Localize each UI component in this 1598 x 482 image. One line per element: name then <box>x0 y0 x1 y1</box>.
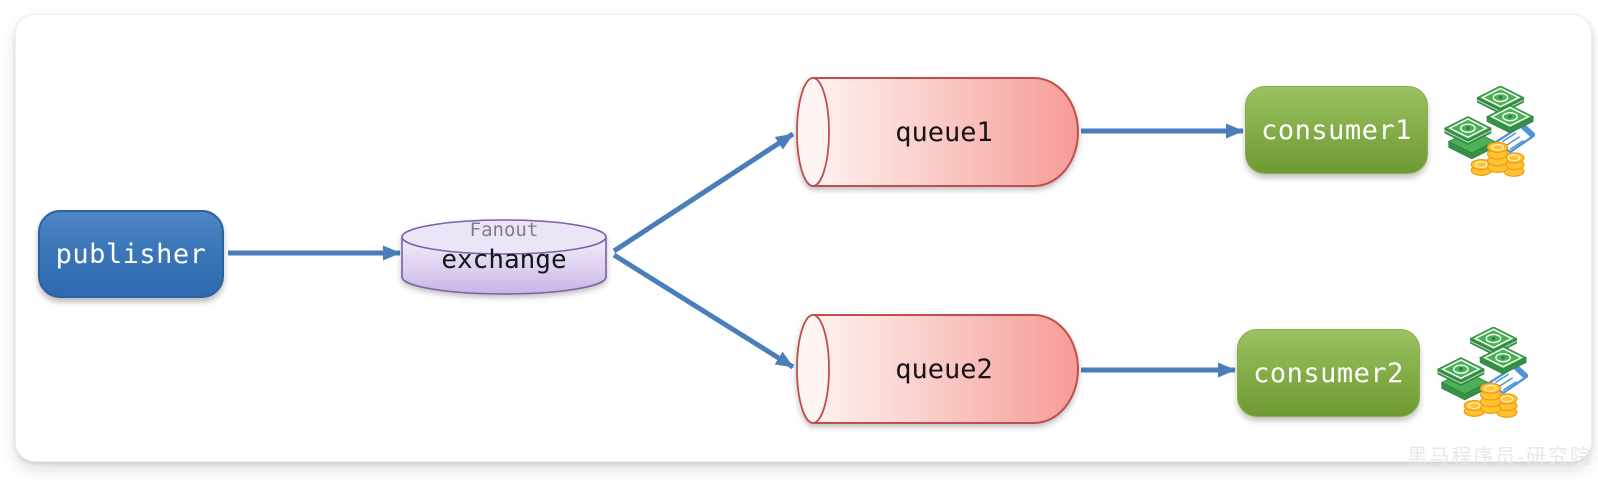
queue2-node: queue2 <box>792 313 1082 425</box>
publisher-label: publisher <box>55 238 207 270</box>
exchange-cylinder-shape <box>401 219 607 295</box>
queue2-cylinder-shape <box>796 314 1079 424</box>
money-icon <box>1436 326 1530 419</box>
queue2-label: queue2 <box>895 353 993 385</box>
queue1-cylinder-shape <box>796 77 1079 187</box>
publisher-node: publisher <box>38 210 224 298</box>
exchange-node: Fanout exchange <box>400 218 608 296</box>
watermark-text: 黑马程序员-研究院 <box>1407 446 1592 468</box>
consumer2-node: consumer2 <box>1237 329 1420 417</box>
money-icon <box>1443 85 1537 178</box>
consumer1-label: consumer1 <box>1261 114 1412 146</box>
queue1-node: queue1 <box>792 76 1082 188</box>
exchange-type-label: Fanout <box>469 219 539 241</box>
exchange-label: exchange <box>441 245 567 275</box>
consumer2-label: consumer2 <box>1253 357 1404 389</box>
queue1-label: queue1 <box>895 116 993 148</box>
coins-icon <box>1470 141 1525 177</box>
banknote-stack-icon <box>1436 326 1528 401</box>
consumer1-node: consumer1 <box>1245 86 1428 174</box>
coins-icon <box>1463 382 1518 418</box>
banknote-stack-icon <box>1443 85 1535 160</box>
